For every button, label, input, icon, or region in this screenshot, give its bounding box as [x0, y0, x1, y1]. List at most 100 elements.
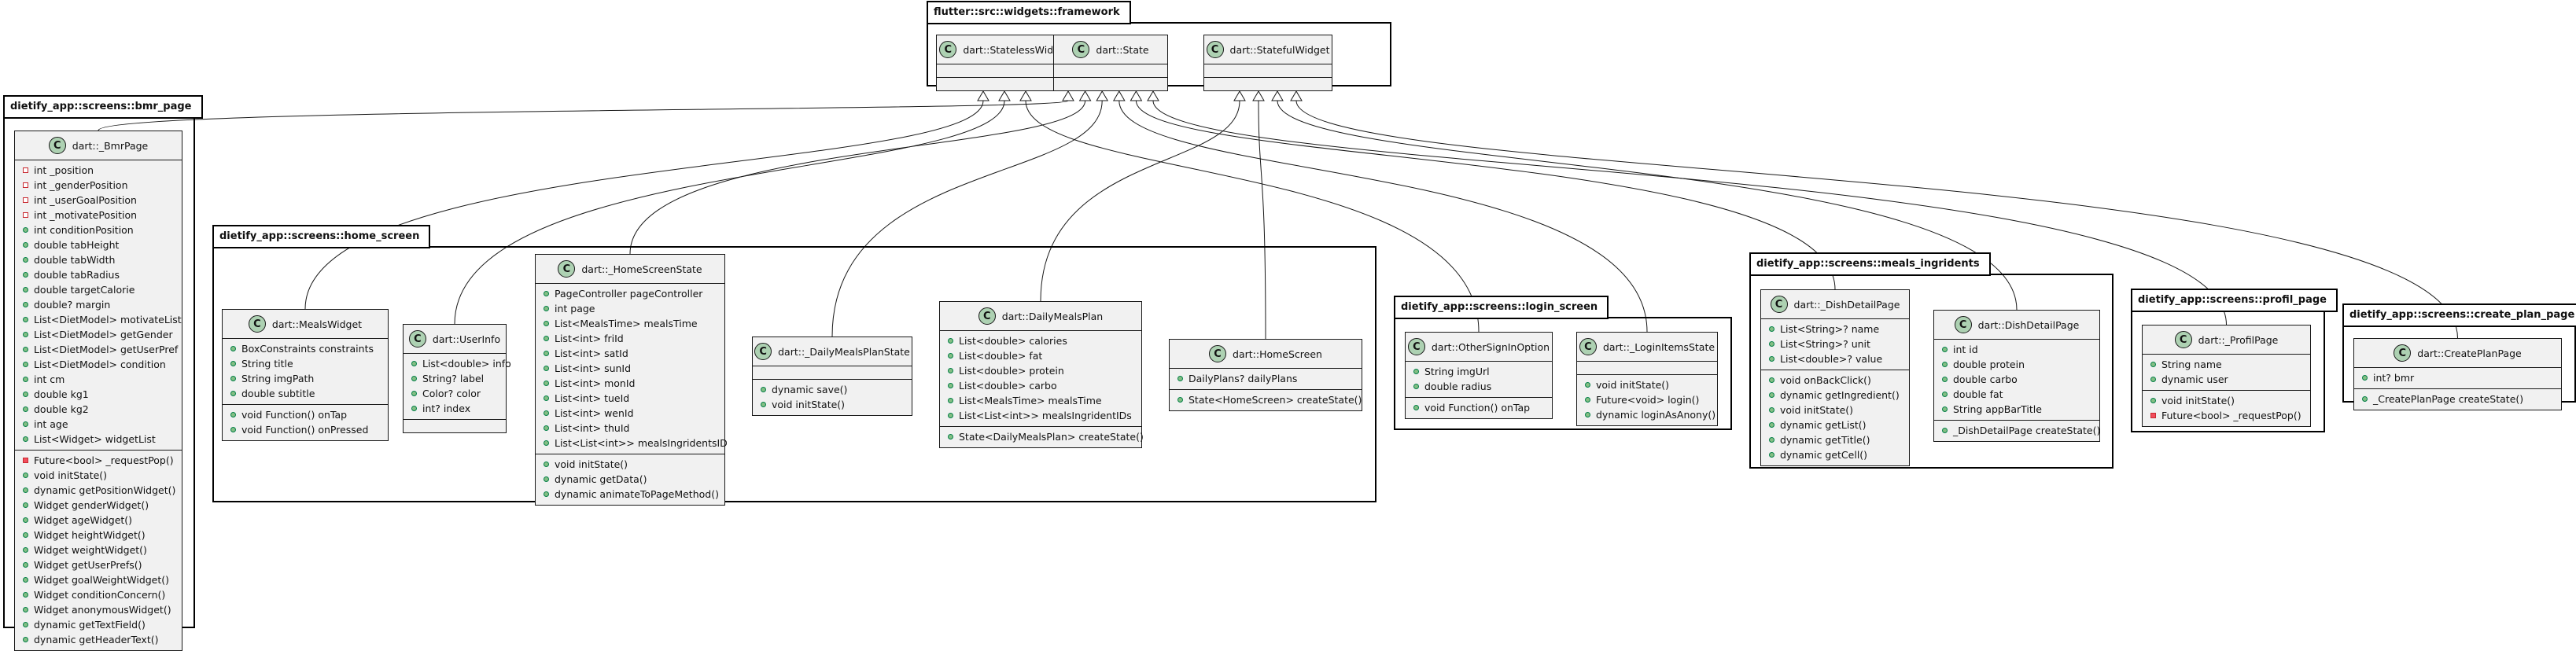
public-visibility-icon	[23, 242, 28, 248]
field-text: List<int> satId	[555, 348, 628, 359]
methods-compartment: void Function() onTap	[1406, 398, 1552, 418]
package-create-plan-page: dietify_app::screens::create_plan_page	[2342, 303, 2576, 403]
public-visibility-icon	[948, 398, 953, 403]
public-visibility-icon	[2362, 396, 2368, 402]
class-c-icon: C	[754, 343, 772, 360]
method-text: dynamic getCell()	[1780, 449, 1868, 461]
private-visibility-icon	[23, 197, 28, 203]
field-text: List<double> calories	[959, 335, 1067, 347]
public-visibility-icon	[948, 353, 953, 359]
methods-compartment	[937, 78, 1072, 90]
public-visibility-icon	[230, 361, 236, 366]
method-row: Widget anonymousWidget()	[15, 602, 182, 617]
field-row: List<MealsTime> mealsTime	[940, 393, 1141, 408]
method-row: Widget weightWidget()	[15, 542, 182, 557]
private-method-visibility-icon	[23, 458, 28, 463]
field-text: List<int> sunId	[555, 362, 632, 374]
field-text: List<double> fat	[959, 350, 1043, 362]
public-visibility-icon	[1413, 369, 1419, 374]
fields-compartment	[1577, 362, 1717, 375]
inheritance-arrowhead-icon	[998, 90, 1011, 101]
field-row: BoxConstraints constraints	[223, 341, 388, 356]
class-name: dart::HomeScreen	[1233, 348, 1322, 360]
field-text: int _userGoalPosition	[34, 194, 137, 206]
class-c-icon: C	[1206, 41, 1224, 58]
field-text: double tabHeight	[34, 239, 120, 251]
inheritance-edges	[98, 90, 2458, 340]
field-text: int age	[34, 418, 68, 430]
field-row: List<DietModel> motivateList	[15, 312, 182, 327]
public-visibility-icon	[1769, 356, 1774, 362]
public-visibility-icon	[23, 577, 28, 583]
package-title: dietify_app::screens::create_plan_page	[2342, 303, 2576, 327]
public-visibility-icon	[1942, 406, 1948, 412]
methods-compartment: void initState()Future<void> login()dyna…	[1577, 375, 1717, 425]
method-row: Future<bool> _requestPop()	[2143, 408, 2310, 423]
package-title: dietify_app::screens::meals_ingridents	[1749, 252, 1991, 276]
public-visibility-icon	[544, 321, 549, 326]
public-visibility-icon	[948, 383, 953, 388]
inheritance-arrowhead-icon	[1130, 90, 1143, 101]
field-row: List<int> thuId	[536, 421, 724, 436]
method-text: State<HomeScreen> createState()	[1188, 394, 1362, 406]
public-visibility-icon	[948, 434, 953, 440]
method-row: void onBackClick()	[1761, 373, 1909, 388]
public-visibility-icon	[23, 302, 28, 307]
method-row: dynamic save()	[753, 382, 912, 397]
field-row: double tabRadius	[15, 267, 182, 282]
methods-compartment	[1204, 78, 1332, 90]
field-text: List<int> monId	[555, 377, 636, 389]
class-c-icon: C	[2394, 344, 2412, 362]
field-row: String appBarTitle	[1934, 402, 2099, 417]
class-name: dart::MealsWidget	[271, 318, 363, 330]
public-visibility-icon	[23, 637, 28, 642]
public-visibility-icon	[23, 392, 28, 397]
field-row: int page	[536, 301, 724, 316]
field-text: int _genderPosition	[34, 179, 128, 191]
inheritance-line	[1040, 100, 1240, 302]
method-row: Widget genderWidget()	[15, 498, 182, 513]
method-row: dynamic animateToPageMethod()	[536, 487, 724, 502]
field-row: List<List<int>> mealsIngridentIDs	[940, 408, 1141, 423]
class-c-icon: C	[248, 315, 266, 333]
public-visibility-icon	[1769, 377, 1774, 383]
method-text: dynamic getList()	[1780, 419, 1867, 431]
method-row: dynamic getData()	[536, 472, 724, 487]
method-text: void Function() onPressed	[241, 424, 369, 436]
public-visibility-icon	[23, 287, 28, 292]
field-row: List<double>? value	[1761, 351, 1909, 366]
field-row: double kg1	[15, 387, 182, 402]
public-visibility-icon	[23, 517, 28, 523]
class-name: dart::DishDetailPage	[1977, 318, 2080, 331]
public-visibility-icon	[230, 376, 236, 381]
public-visibility-icon	[230, 427, 236, 432]
public-visibility-icon	[23, 473, 28, 478]
field-row: int? index	[404, 401, 506, 416]
public-visibility-icon	[948, 413, 953, 418]
